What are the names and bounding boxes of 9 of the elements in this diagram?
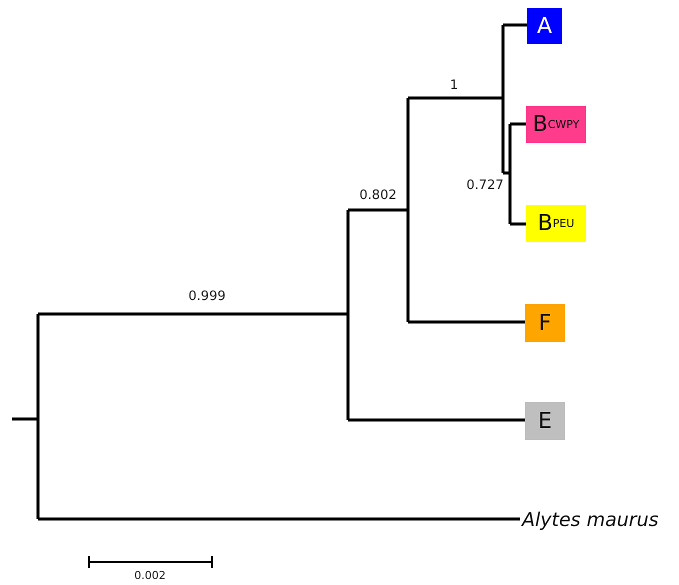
taxon-label: A (527, 8, 562, 44)
support-value: 0.999 (188, 289, 226, 304)
scale-value: 0.002 (134, 569, 166, 582)
taxon-label: F (525, 304, 565, 342)
species-label: Alytes maurus (522, 506, 659, 534)
taxon-label: E (525, 402, 565, 440)
support-value: 0.802 (359, 188, 397, 203)
support-value: 1 (450, 78, 458, 93)
support-value: 0.727 (466, 178, 504, 193)
